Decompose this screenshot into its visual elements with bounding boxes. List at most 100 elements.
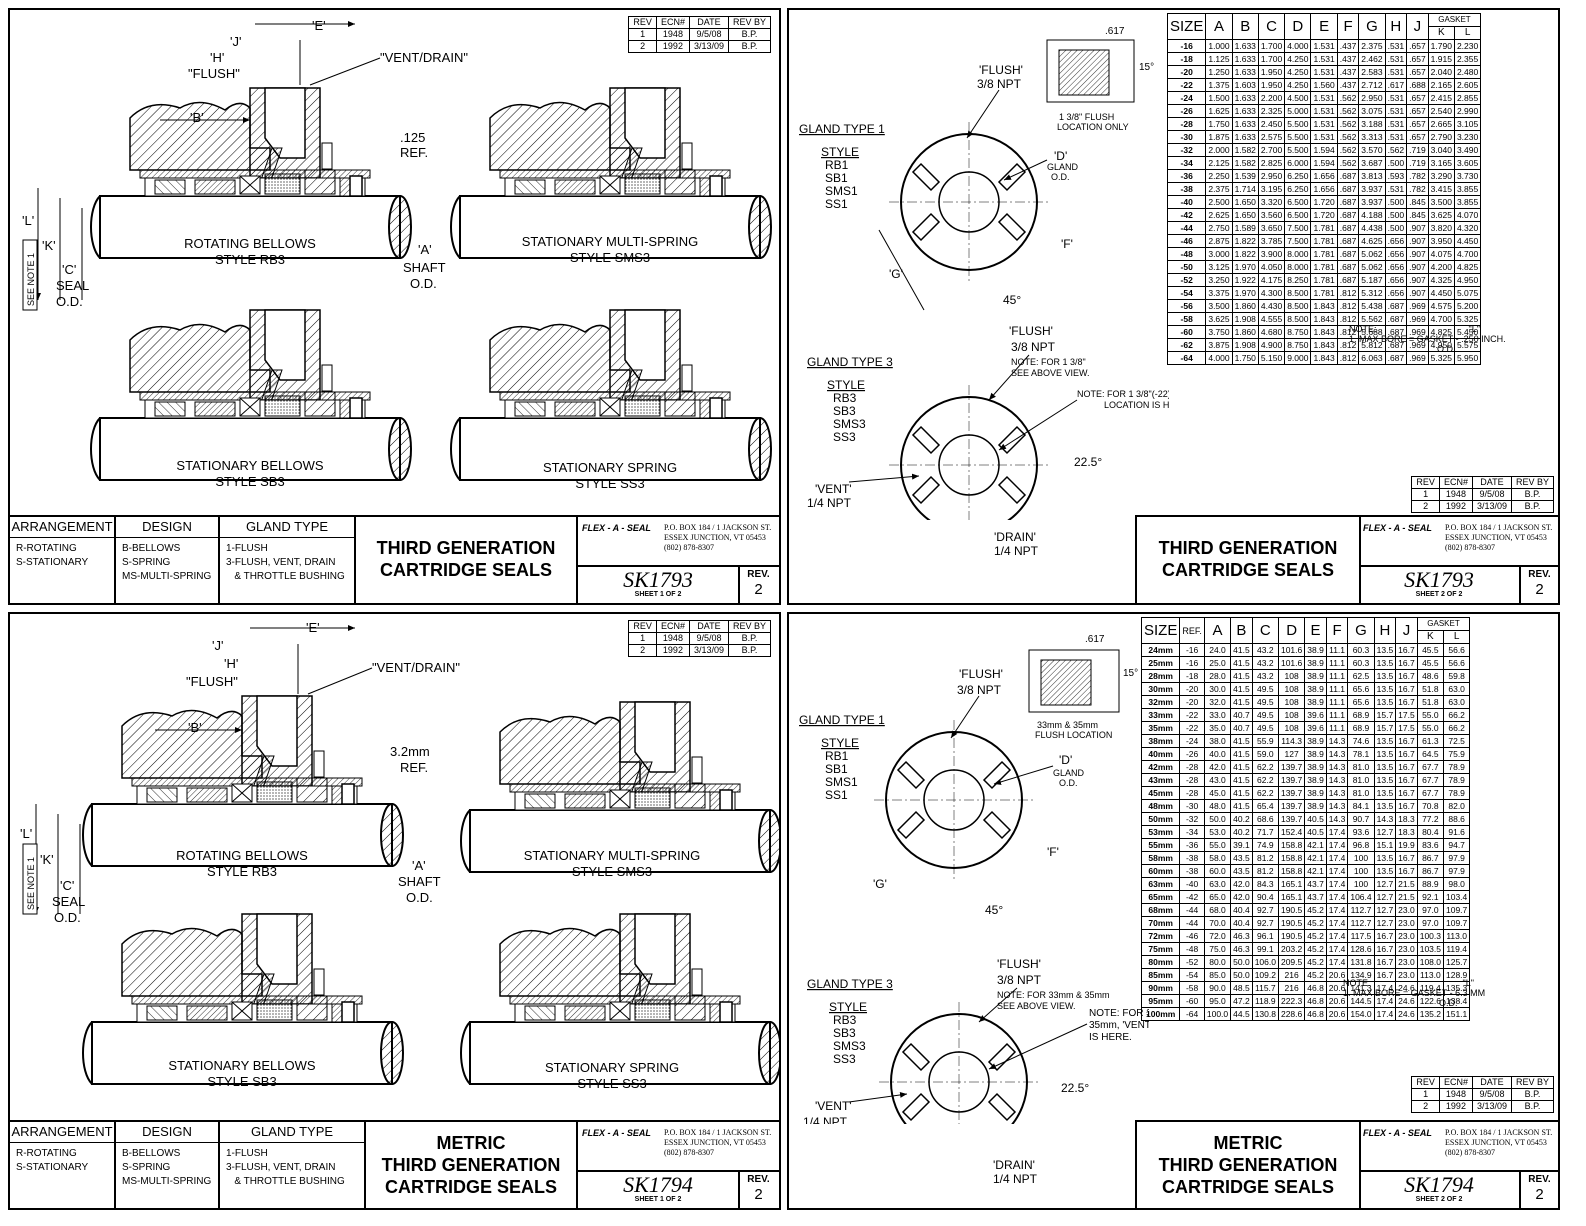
column-header: K — [1416, 630, 1445, 644]
table-cell: 1.843 — [1310, 312, 1338, 326]
table-cell: 3.188 — [1358, 117, 1386, 131]
table-cell: 3.950 — [1427, 234, 1455, 248]
table-cell: 3.250 — [1205, 273, 1233, 287]
table-cell: 1.531 — [1310, 130, 1338, 144]
view-label: STATIONARY MULTI-SPRING — [524, 848, 700, 863]
table-cell: -32 — [1179, 812, 1205, 826]
table-cell: 4.320 — [1453, 221, 1482, 235]
view-label: ROTATING BELLOWS — [184, 236, 316, 251]
table-cell: 1.625 — [1205, 104, 1233, 118]
table-cell: 13.5 — [1373, 734, 1397, 748]
table-cell: 48mm — [1140, 799, 1181, 813]
table-cell: .531 — [1384, 104, 1408, 118]
table-cell: .687 — [1336, 195, 1360, 209]
table-cell: 17.4 — [1373, 1007, 1397, 1021]
table-cell: 1.582 — [1231, 143, 1259, 157]
drawing-title: CARTRIDGE SEALS — [1161, 560, 1334, 580]
column-header: L — [1453, 26, 1482, 40]
table-cell: 1.908 — [1231, 338, 1259, 352]
table-cell: 16.7 — [1395, 747, 1418, 761]
table-cell: 32mm — [1140, 695, 1181, 709]
table-cell: 130.8 — [1251, 1007, 1279, 1021]
table-cell: 48.0 — [1203, 799, 1232, 813]
table-cell: 139.7 — [1277, 799, 1306, 813]
table-cell: 1.781 — [1310, 247, 1338, 261]
table-cell: 21.5 — [1395, 890, 1418, 904]
table-cell: 8.750 — [1284, 325, 1312, 339]
drawing-number: SK1794 — [1404, 1172, 1474, 1197]
gland-type-legend: 1-FLUSH 3-FLUSH, VENT, DRAIN & THROTTLE … — [226, 543, 345, 582]
drawing-title: THIRD GENERATION — [381, 1155, 561, 1175]
table-cell: 45.0 — [1203, 786, 1232, 800]
view-label: STATIONARY SPRING — [543, 460, 677, 475]
table-cell: 23.0 — [1395, 916, 1418, 930]
table-cell: 38.0 — [1203, 734, 1232, 748]
table-cell: 1.582 — [1231, 156, 1259, 170]
table-cell: 41.5 — [1230, 760, 1253, 774]
table-cell: 40.4 — [1230, 903, 1253, 917]
table-cell: 2.250 — [1205, 169, 1233, 183]
column-header: D — [1284, 13, 1312, 40]
table-cell: 3.415 — [1427, 182, 1455, 196]
table-cell: 4.555 — [1257, 312, 1286, 326]
see-note-label: SEE NOTE 1 — [26, 253, 36, 306]
view-style: STYLE SS3 — [577, 1076, 646, 1091]
table-cell: 39.6 — [1304, 721, 1327, 735]
table-cell: 12.7 — [1373, 916, 1397, 930]
table-cell: 115.7 — [1251, 981, 1279, 995]
view-label: STATIONARY SPRING — [545, 1060, 679, 1075]
view-stationary-spring — [450, 309, 772, 481]
column-header: F — [1325, 617, 1349, 644]
table-cell: 112.7 — [1347, 916, 1375, 930]
table-cell: 66.2 — [1442, 721, 1471, 735]
od-label: O.D. — [56, 294, 83, 309]
table-cell: 62.2 — [1251, 760, 1279, 774]
table-cell: 2.230 — [1453, 39, 1482, 53]
seal-label: SEAL — [56, 278, 89, 293]
table-cell: 43.0 — [1203, 773, 1232, 787]
table-cell: 23.0 — [1395, 942, 1418, 956]
table-cell: 86.7 — [1416, 864, 1445, 878]
table-cell: 1.720 — [1310, 208, 1338, 222]
table-cell: 78.9 — [1442, 786, 1471, 800]
table-cell: 5.062 — [1358, 260, 1386, 274]
design-head: DESIGN — [116, 1122, 218, 1143]
table-cell: 1.700 — [1257, 52, 1286, 66]
table-cell: 2.625 — [1205, 208, 1233, 222]
table-cell: 38.9 — [1304, 682, 1327, 696]
table-cell: 1.656 — [1310, 182, 1338, 196]
table-cell: 2.200 — [1257, 91, 1286, 105]
dim-e: 'E' — [312, 18, 326, 33]
table-cell: -64 — [1179, 1007, 1205, 1021]
table-cell: -20 — [1166, 65, 1207, 79]
table-cell: 17.4 — [1325, 864, 1349, 878]
table-cell: 1.843 — [1310, 325, 1338, 339]
table-cell: 4.625 — [1358, 234, 1386, 248]
company-address: P.O. BOX 184 / 1 JACKSON ST.ESSEX JUNCTI… — [664, 523, 772, 552]
drawing-title: METRIC — [436, 1133, 506, 1153]
table-cell: 1.720 — [1310, 195, 1338, 209]
column-header: SIZE — [1166, 13, 1207, 40]
table-cell: 43.2 — [1251, 656, 1279, 670]
table-cell: 1.922 — [1231, 273, 1259, 287]
table-cell: -58 — [1166, 312, 1207, 326]
table-cell: 49.5 — [1251, 721, 1279, 735]
table-cell: 23.0 — [1395, 903, 1418, 917]
table-cell: .656 — [1384, 286, 1408, 300]
style-item: RB3 — [833, 1013, 857, 1027]
table-cell: 13.5 — [1373, 643, 1397, 657]
table-cell: 3.855 — [1453, 182, 1482, 196]
view-label: STATIONARY MULTI-SPRING — [522, 234, 698, 249]
vent-note: 35mm, 'VENT' LOCATION — [1089, 1020, 1149, 1031]
drawing-sheet-sk1794-2: GLAND TYPE 1 STYLE RB1 SB1 SMS1 SS1 'FLU… — [787, 612, 1560, 1210]
table-cell: 1.750 — [1231, 351, 1259, 365]
table-cell: 158.8 — [1277, 838, 1306, 852]
table-cell: 60.3 — [1347, 656, 1375, 670]
table-cell: -38 — [1179, 851, 1205, 865]
table-cell: 203.2 — [1277, 942, 1306, 956]
table-cell: 112.7 — [1347, 903, 1375, 917]
